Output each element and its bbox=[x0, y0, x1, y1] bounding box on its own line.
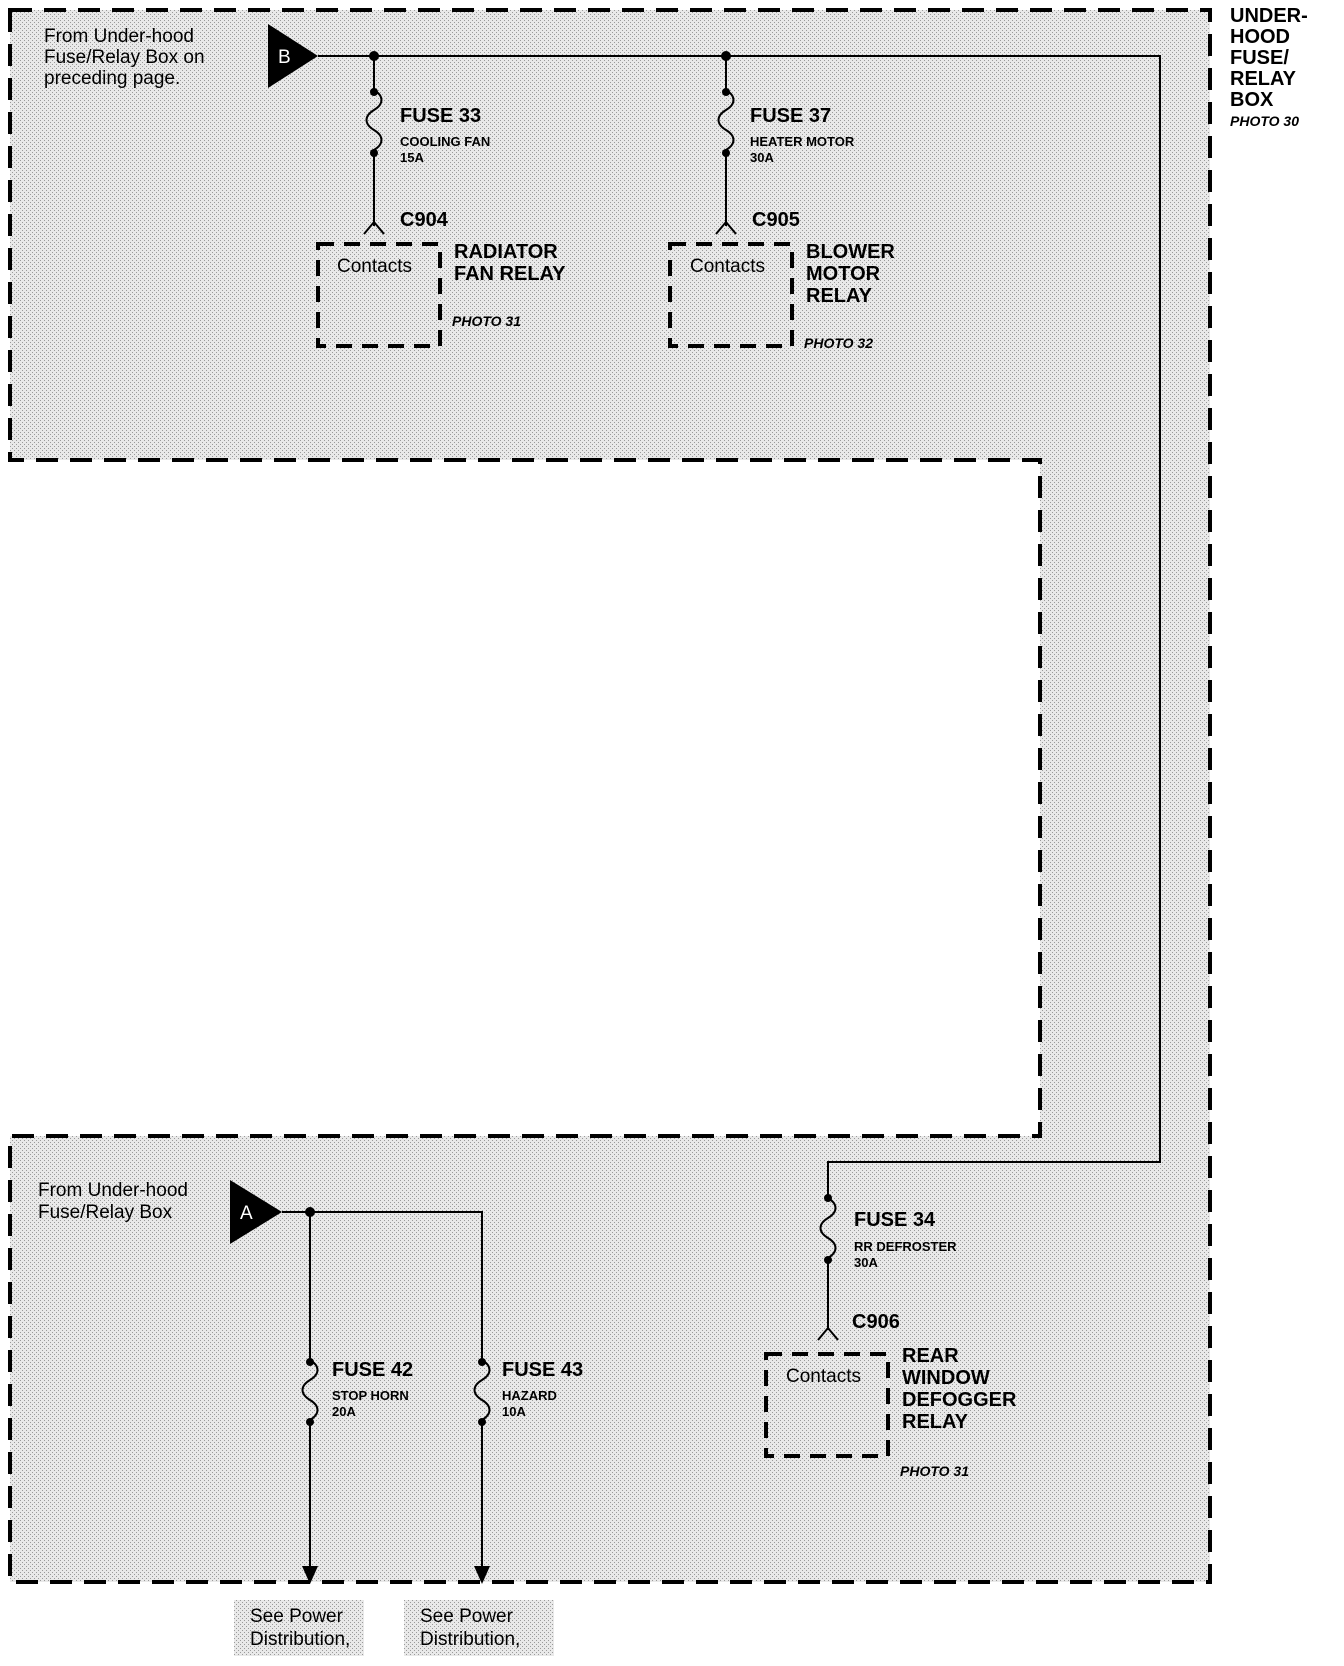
svg-text:See Power: See Power bbox=[250, 1606, 344, 1627]
blower-relay-photo: PHOTO 32 bbox=[804, 335, 873, 351]
fuse-34-desc: RR DEFROSTER bbox=[854, 1239, 957, 1254]
svg-text:Fuse/Relay Box: Fuse/Relay Box bbox=[38, 1202, 173, 1223]
blower-motor-relay: Contacts BLOWER MOTOR RELAY PHOTO 32 bbox=[668, 241, 895, 351]
svg-text:MOTOR: MOTOR bbox=[806, 263, 881, 285]
fuse-43-branch: FUSE 43 HAZARD 10A bbox=[473, 1358, 583, 1584]
svg-text:FUSE/: FUSE/ bbox=[1230, 47, 1289, 69]
radiator-fan-relay: Contacts RADIATOR FAN RELAY PHOTO 31 bbox=[316, 241, 566, 348]
source-b-triangle bbox=[268, 24, 318, 88]
fuse-43-desc: HAZARD bbox=[502, 1388, 557, 1403]
fuse-37-branch: FUSE 37 HEATER MOTOR 30A C905 bbox=[715, 51, 855, 235]
source-a-triangle bbox=[230, 1180, 282, 1244]
source-a: From Under-hood Fuse/Relay Box A bbox=[38, 1180, 282, 1244]
connector-c905-symbol bbox=[715, 220, 737, 235]
source-b: From Under-hood Fuse/Relay Box on preced… bbox=[44, 24, 318, 89]
svg-text:HOOD: HOOD bbox=[1230, 26, 1290, 48]
connector-c906-symbol bbox=[817, 1326, 839, 1341]
see-note-1: See Power Distribution, bbox=[234, 1600, 364, 1656]
svg-text:From Under-hood: From Under-hood bbox=[38, 1180, 188, 1201]
rear-window-defogger-relay: Contacts REAR WINDOW DEFOGGER RELAY PHOT… bbox=[764, 1345, 1017, 1479]
svg-text:Distribution,: Distribution, bbox=[420, 1629, 520, 1650]
fuse-37-name: FUSE 37 bbox=[750, 105, 831, 127]
fuse-33-desc: COOLING FAN bbox=[400, 134, 490, 149]
box-photo-label: PHOTO 30 bbox=[1230, 113, 1299, 129]
fuse-34-branch: FUSE 34 RR DEFROSTER 30A C906 bbox=[817, 1162, 957, 1341]
box-label: UNDER- HOOD FUSE/ RELAY BOX PHOTO 30 bbox=[1230, 5, 1308, 129]
radiator-relay-contacts: Contacts bbox=[337, 256, 412, 277]
svg-text:BOX: BOX bbox=[1230, 89, 1274, 111]
defogger-relay-contacts: Contacts bbox=[786, 1366, 861, 1387]
svg-text:Fuse/Relay Box on: Fuse/Relay Box on bbox=[44, 47, 205, 68]
defogger-relay-photo: PHOTO 31 bbox=[900, 1463, 969, 1479]
svg-text:preceding page.: preceding page. bbox=[44, 68, 180, 89]
radiator-relay-photo: PHOTO 31 bbox=[452, 313, 521, 329]
fuse-34-amps: 30A bbox=[854, 1255, 878, 1270]
svg-text:RELAY: RELAY bbox=[1230, 68, 1297, 90]
svg-text:See Power: See Power bbox=[420, 1606, 514, 1627]
fuse-33-name: FUSE 33 bbox=[400, 105, 481, 127]
svg-text:RADIATOR: RADIATOR bbox=[454, 241, 558, 263]
connector-c904-symbol bbox=[363, 220, 385, 235]
fuse-box-border bbox=[8, 8, 1212, 1584]
fuse-37-amps: 30A bbox=[750, 150, 774, 165]
svg-text:From Under-hood: From Under-hood bbox=[44, 26, 194, 47]
svg-text:DEFOGGER: DEFOGGER bbox=[902, 1389, 1017, 1411]
fuse-34-name: FUSE 34 bbox=[854, 1209, 936, 1231]
svg-text:RELAY: RELAY bbox=[806, 285, 873, 307]
svg-text:BLOWER: BLOWER bbox=[806, 241, 895, 263]
svg-text:REAR: REAR bbox=[902, 1345, 959, 1367]
svg-text:RELAY: RELAY bbox=[902, 1411, 969, 1433]
fuse-box-shading bbox=[10, 10, 1210, 1582]
fuse-33-branch: FUSE 33 COOLING FAN 15A C904 bbox=[363, 51, 490, 235]
wire-a-main bbox=[282, 1211, 483, 1360]
source-b-letter: B bbox=[278, 47, 291, 68]
svg-text:FAN RELAY: FAN RELAY bbox=[454, 263, 566, 285]
fuse-43-amps: 10A bbox=[502, 1404, 526, 1419]
fuse-37-desc: HEATER MOTOR bbox=[750, 134, 855, 149]
fuse-42-branch: FUSE 42 STOP HORN 20A bbox=[301, 1212, 413, 1584]
connector-c904-label: C904 bbox=[400, 209, 449, 231]
fuse-33-amps: 15A bbox=[400, 150, 424, 165]
fuse-42-amps: 20A bbox=[332, 1404, 356, 1419]
connector-c906-label: C906 bbox=[852, 1311, 900, 1333]
svg-text:WINDOW: WINDOW bbox=[902, 1367, 990, 1389]
blower-relay-contacts: Contacts bbox=[690, 256, 765, 277]
svg-text:Distribution,: Distribution, bbox=[250, 1629, 350, 1650]
fuse-42-desc: STOP HORN bbox=[332, 1388, 409, 1403]
connector-c905-label: C905 bbox=[752, 209, 800, 231]
fuse-43-name: FUSE 43 bbox=[502, 1359, 583, 1381]
see-note-2: See Power Distribution, bbox=[404, 1600, 554, 1656]
source-a-letter: A bbox=[240, 1203, 253, 1224]
svg-text:UNDER-: UNDER- bbox=[1230, 5, 1308, 27]
fuse-42-name: FUSE 42 bbox=[332, 1359, 413, 1381]
